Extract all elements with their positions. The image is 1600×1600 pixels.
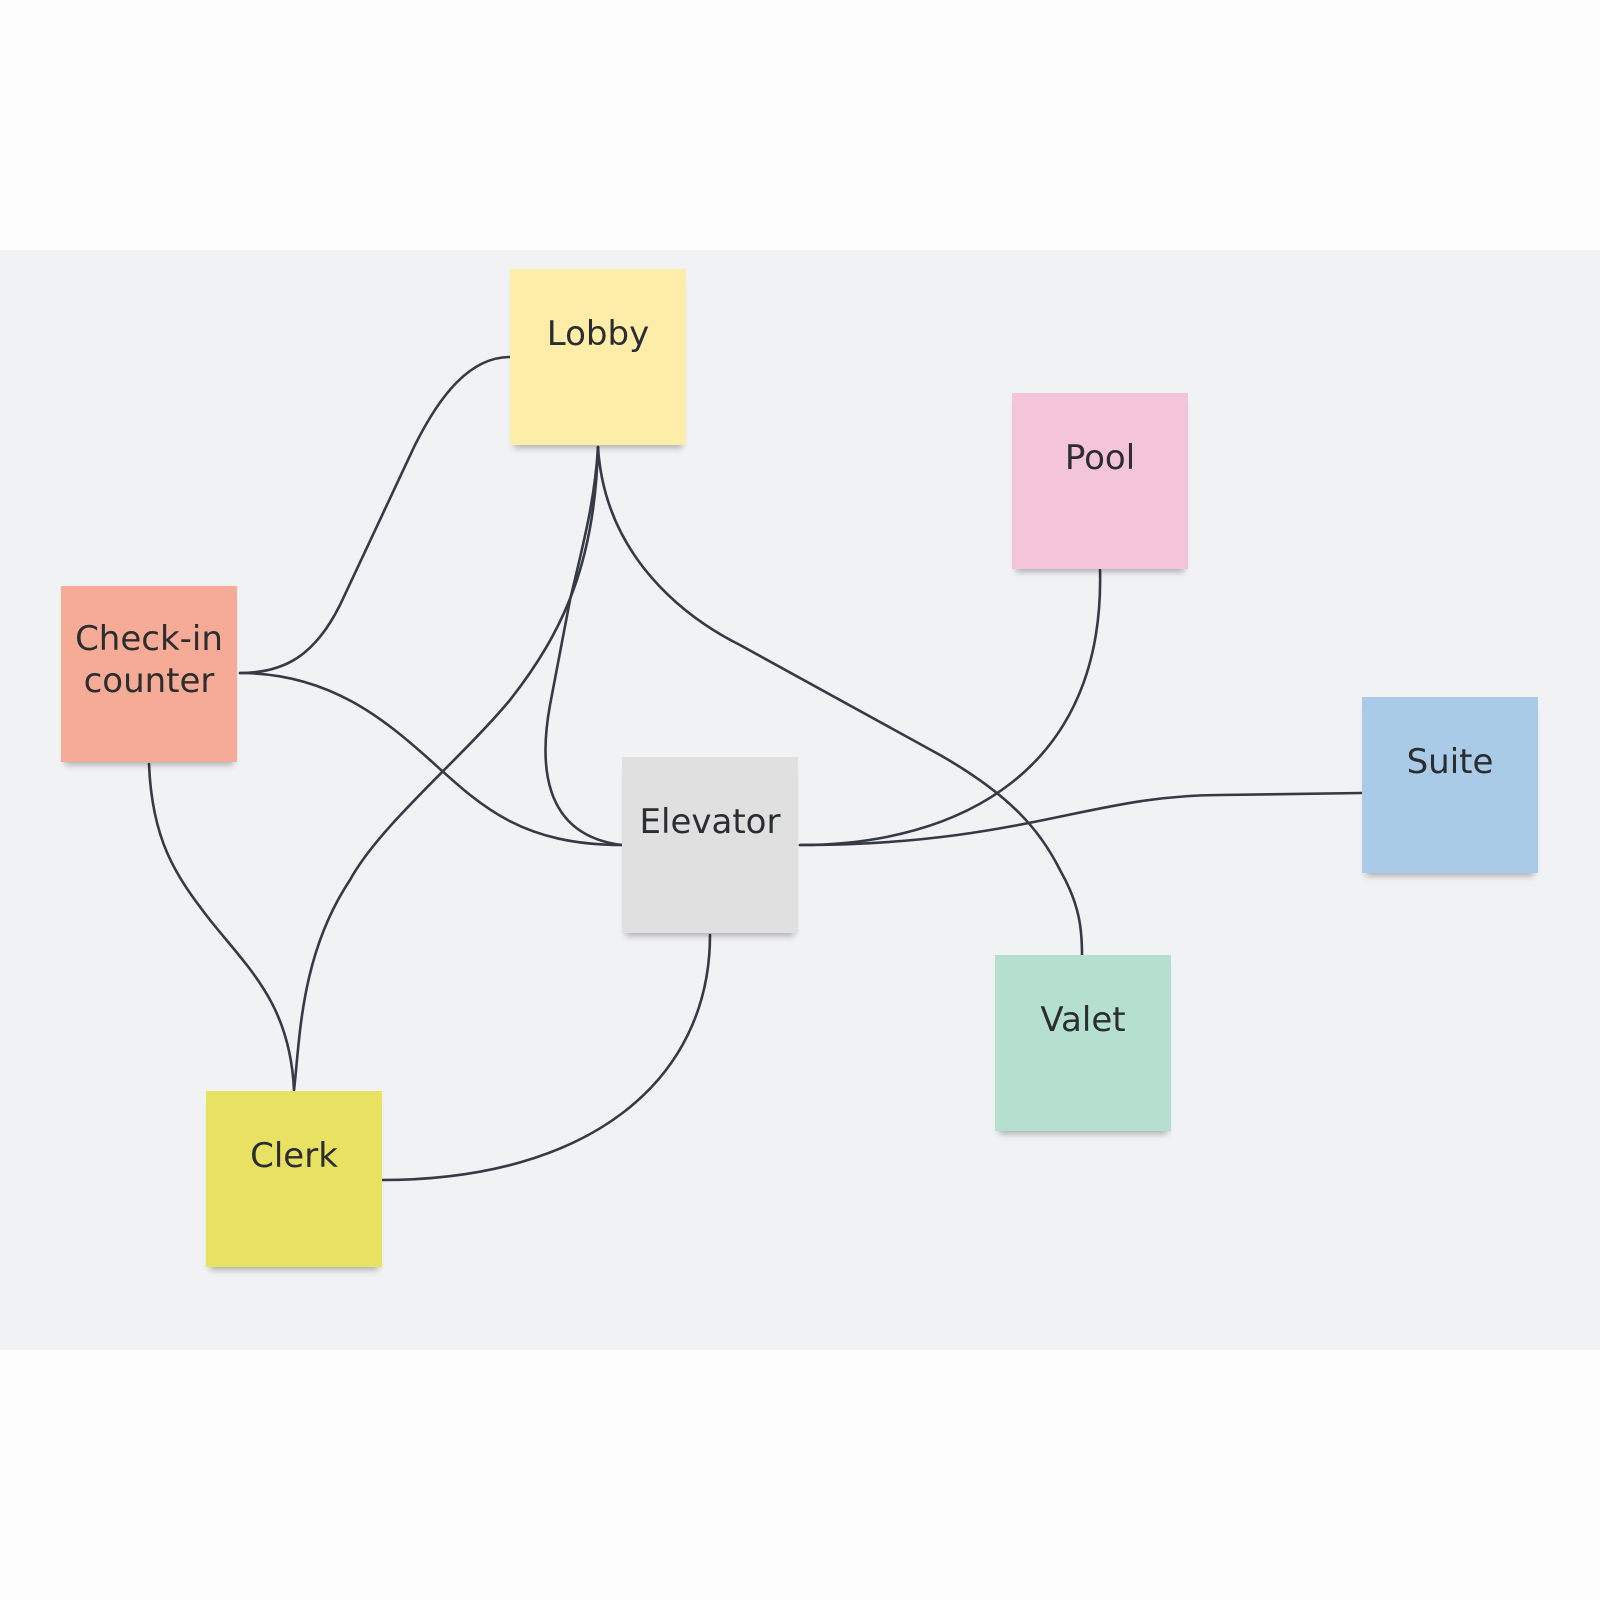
sticky-note-clerk[interactable]: Clerk bbox=[206, 1091, 382, 1267]
sticky-note-elevator[interactable]: Elevator bbox=[622, 757, 798, 933]
sticky-note-label: Lobby bbox=[546, 314, 650, 354]
sticky-note-valet[interactable]: Valet bbox=[995, 955, 1171, 1131]
sticky-note-label: Suite bbox=[1406, 742, 1494, 782]
sticky-note-check-in-counter[interactable]: Check-in counter bbox=[61, 586, 237, 762]
sticky-note-label: Valet bbox=[1040, 1000, 1126, 1040]
sticky-note-label: Elevator bbox=[639, 802, 781, 842]
sticky-note-label: Clerk bbox=[250, 1136, 338, 1176]
sticky-note-lobby[interactable]: Lobby bbox=[510, 269, 686, 445]
sticky-note-label: Pool bbox=[1064, 438, 1136, 478]
sticky-note-label: Check-in counter bbox=[75, 619, 223, 701]
sticky-note-suite[interactable]: Suite bbox=[1362, 697, 1538, 873]
sticky-note-pool[interactable]: Pool bbox=[1012, 393, 1188, 569]
